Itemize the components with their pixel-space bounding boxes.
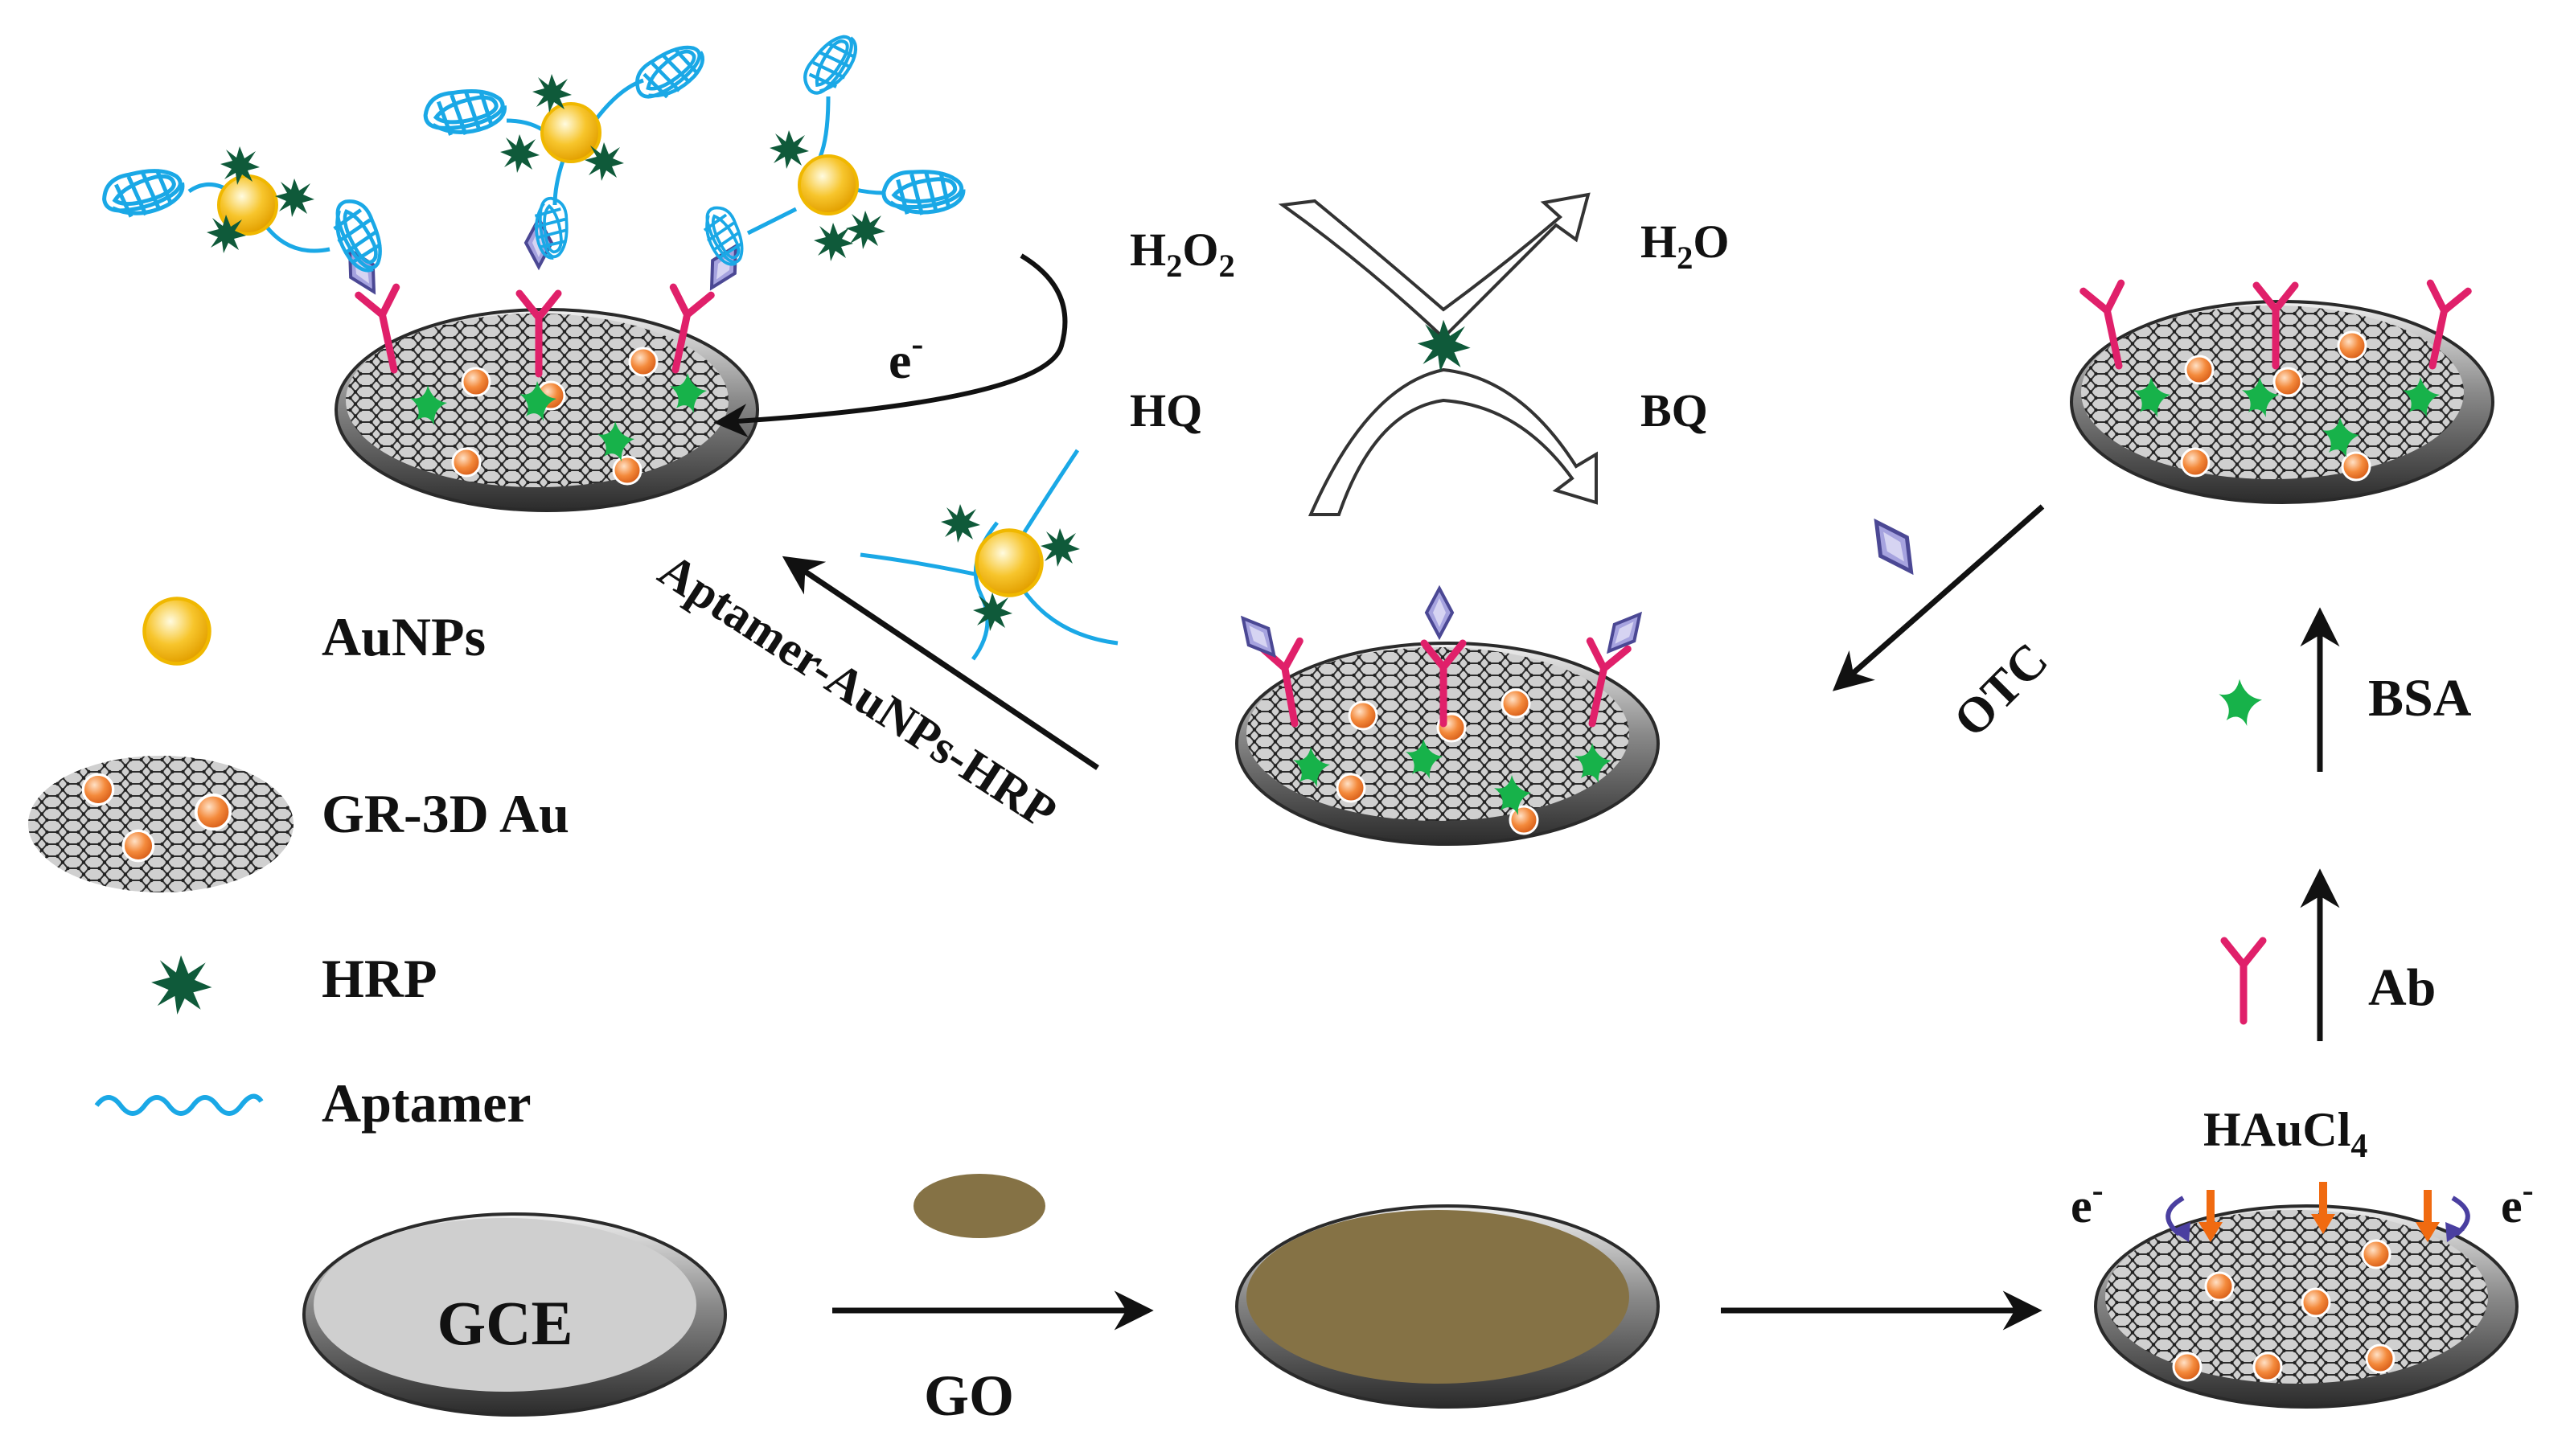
electrode-gce: GCE <box>302 1212 727 1417</box>
h2o2-label: H2O2 <box>1130 224 1235 284</box>
gce-label: GCE <box>437 1288 573 1358</box>
legend-hrp: HRP <box>151 948 437 1015</box>
h2o-label: H2O <box>1640 215 1730 276</box>
otc-step: OTC <box>1832 504 2059 748</box>
go-label: GO <box>924 1364 1014 1428</box>
svg-text:HRP: HRP <box>322 948 437 1009</box>
electrode-ab-bsa <box>2070 283 2494 504</box>
antibody-molecule <box>2224 941 2263 1021</box>
svg-text:GR-3D Au: GR-3D Au <box>322 783 569 844</box>
bsa-step: BSA <box>2219 607 2472 772</box>
legend-gr3dau: GR-3D Au <box>28 756 569 892</box>
bsa-label: BSA <box>2368 669 2472 728</box>
legend-aptamer: Aptamer <box>94 1073 532 1134</box>
deposition-arrows <box>2198 1182 2440 1242</box>
otc-molecule <box>1863 513 1924 580</box>
bq-label: BQ <box>1640 384 1708 437</box>
go-step: GO <box>832 1174 1154 1428</box>
svg-text:Aptamer: Aptamer <box>322 1073 532 1134</box>
bound-probes <box>98 27 966 277</box>
hrp-catalyst <box>1417 319 1471 372</box>
captured-otc <box>337 217 749 300</box>
hq-label: HQ <box>1130 384 1202 437</box>
electron-label: e- <box>889 323 923 389</box>
bsa-molecule <box>2219 679 2262 726</box>
electrode-go-coated <box>1235 1204 1660 1409</box>
electron-right-label: e- <box>2501 1172 2534 1232</box>
electrode-gr-3dau: HAuCl4 e- e- <box>2071 1103 2534 1409</box>
electrode-detection <box>98 27 966 512</box>
electron-transfer: e- <box>713 253 1068 438</box>
legend-aunps: AuNPs <box>145 599 486 667</box>
otc-label: OTC <box>1944 633 2059 748</box>
electron-left-label: e- <box>2071 1172 2104 1232</box>
ab-label: Ab <box>2368 958 2436 1017</box>
go-sheet <box>913 1174 1045 1238</box>
ab-step: Ab <box>2224 868 2436 1041</box>
legend: AuNPs GR-3D Au HRP Aptamer <box>28 599 569 1134</box>
free-probe <box>860 449 1119 661</box>
catalytic-cycle: H2O2 H2O HQ BQ <box>1130 192 1730 516</box>
haucl4-label: HAuCl4 <box>2203 1103 2367 1165</box>
electrode-otc-captured <box>1231 587 1660 846</box>
svg-text:AuNPs: AuNPs <box>322 606 486 667</box>
